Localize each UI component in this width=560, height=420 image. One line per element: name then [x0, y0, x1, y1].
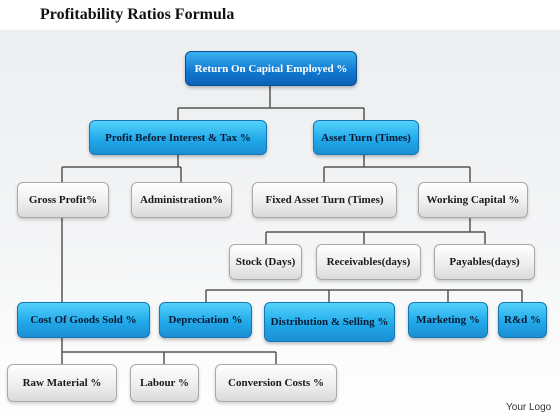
connector-working-capital	[265, 218, 486, 244]
connector-administration	[205, 289, 523, 302]
page-title-text: Profitability Ratios Formula	[40, 6, 235, 23]
connector-roce	[177, 86, 365, 120]
node-administration: Administration%	[131, 182, 232, 218]
node-fixed-asset-turn: Fixed Asset Turn (Times)	[252, 182, 397, 218]
node-raw-material: Raw Material %	[7, 364, 117, 402]
node-depreciation: Depreciation %	[159, 302, 252, 338]
node-marketing: Marketing %	[408, 302, 488, 338]
node-gross-profit: Gross Profit%	[17, 182, 109, 218]
node-receivables-days: Receivables(days)	[316, 244, 421, 280]
connector-asset-turn	[323, 155, 471, 182]
logo-text: Your Logo	[506, 402, 552, 413]
node-rnd: R&d %	[498, 302, 547, 338]
page-title: Profitability Ratios Formula	[0, 0, 560, 30]
node-asset-turn: Asset Turn (Times)	[313, 120, 419, 155]
node-labour: Labour %	[130, 364, 199, 402]
node-roce: Return On Capital Employed %	[185, 51, 357, 86]
node-cogs: Cost Of Goods Sold %	[17, 302, 150, 338]
node-conversion-costs: Conversion Costs %	[215, 364, 337, 402]
node-distribution-selling: Distribution & Selling %	[264, 302, 395, 342]
node-pbit: Profit Before Interest & Tax %	[89, 120, 267, 155]
connector-pbit	[61, 155, 182, 182]
diagram-panel	[0, 30, 560, 420]
connector-cogs	[61, 338, 277, 364]
node-payables-days: Payables(days)	[434, 244, 535, 280]
node-working-capital: Working Capital %	[418, 182, 528, 218]
node-stock-days: Stock (Days)	[229, 244, 302, 280]
